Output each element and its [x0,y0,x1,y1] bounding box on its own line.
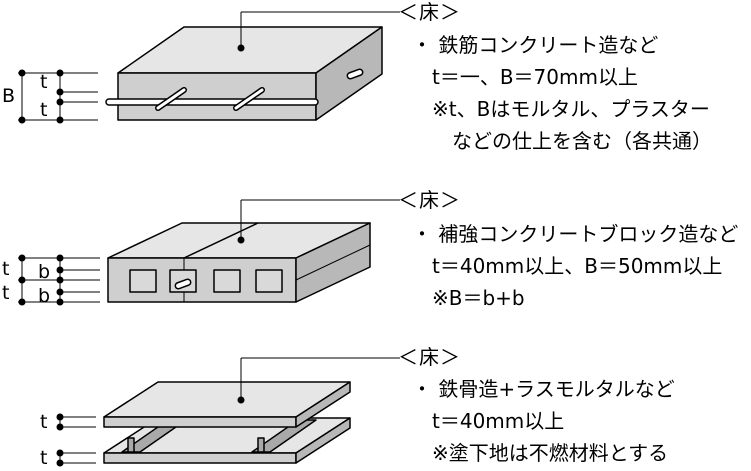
section2-line2: t＝40mm以上、B＝50mm以上 [432,254,723,278]
dim-label-t-upper: t [40,411,48,433]
block-void-4 [255,269,283,293]
rc-slab-front-face [117,72,317,121]
dim-label-t-lower: t [2,282,10,304]
dim-label-t-lower: t [40,447,48,469]
section1-line3: ※t、Bはモルタル、プラスター [432,97,710,121]
rebar-main [105,98,319,106]
dim-label-b-upper: b [38,261,51,283]
lower-slab-side [295,417,351,464]
section2-line3: ※B＝b+b [432,286,525,310]
dim-label-t-lower: t [40,99,48,121]
section1-line1: ・ 鉄筋コンクリート造など [412,33,659,57]
section1-title: ＜床＞ [398,0,461,24]
steel-slab-drawing [56,357,400,467]
rebar-end [346,68,364,80]
section1-line4: などの仕上を含む（各共通） [452,129,712,153]
rc-slab-drawing [18,11,400,124]
section3-line3: ※塗下地は不燃材料とする [432,441,669,465]
dim-label-b-lower: b [38,285,51,307]
section3-title: ＜床＞ [398,345,461,369]
lower-slab-front [103,452,297,464]
block-slab-drawing [18,199,400,306]
upper-slab-front [103,416,297,428]
section3-line1: ・ 鉄骨造+ラスモルタルなど [412,377,675,401]
upper-slab-side [295,381,351,428]
dim-label-t-upper: t [40,71,48,93]
section2-title: ＜床＞ [398,188,461,212]
dim-label-B: B [2,85,16,107]
section1-line2: t＝一、B＝70mm以上 [432,65,638,89]
section2-line1: ・ 補強コンクリートブロック造など [412,222,739,246]
section3-line2: t＝40mm以上 [432,409,565,433]
block-void-3 [213,269,241,293]
dim-label-t-upper: t [2,258,10,280]
block-rebar [174,278,192,290]
block-void-1 [129,269,157,293]
